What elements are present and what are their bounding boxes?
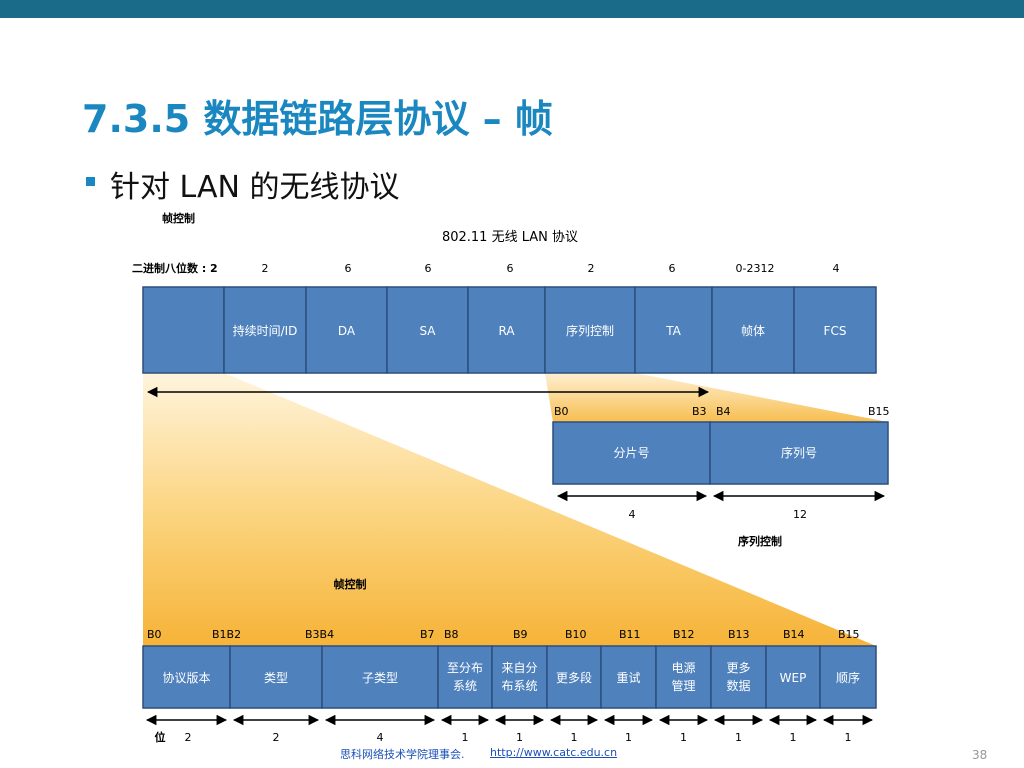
fc-field-box xyxy=(491,645,548,709)
fc-size-value: 1 xyxy=(462,731,469,744)
fc-bit-label: B15 xyxy=(838,628,860,641)
fc-field-label: 更多段 xyxy=(556,670,592,685)
octet-size: 2 xyxy=(262,262,269,275)
fc-bit-label: B3B4 xyxy=(305,628,334,641)
frame-field-box xyxy=(544,286,636,374)
fc-bit-label: B12 xyxy=(673,628,695,641)
fc-field-label: 电源 xyxy=(671,661,695,675)
bullet-marker xyxy=(86,177,95,186)
fc-field-label: 布系统 xyxy=(501,679,537,693)
fc-bit-label: B11 xyxy=(619,628,641,641)
fc-field-box xyxy=(546,645,602,709)
fc-size-value: 1 xyxy=(735,731,742,744)
frame-field-label: 持续时间/ID xyxy=(233,323,298,338)
fc-field-label: 管理 xyxy=(671,678,695,693)
fc-field-box xyxy=(655,645,712,709)
fc-caption: 帧控制 xyxy=(334,577,367,591)
fc-size-value: 4 xyxy=(377,731,384,744)
frame-field-box xyxy=(223,286,307,374)
frame-field-box xyxy=(305,286,388,374)
fc-bit-label: B0 xyxy=(147,628,162,641)
seq-caption: 序列控制 xyxy=(738,534,782,548)
frame-field-label: DA xyxy=(338,324,356,338)
frame-field-label: RA xyxy=(498,324,515,338)
fc-field-label: 协议版本 xyxy=(162,670,210,685)
bullet-text: 针对 LAN 的无线协议 xyxy=(110,170,400,205)
fc-field-box xyxy=(142,645,231,709)
bits-label: 位 xyxy=(155,730,166,744)
fc-size-value: 1 xyxy=(516,731,523,744)
top-bar xyxy=(0,0,1024,18)
octet-size: 6 xyxy=(425,262,432,275)
page-number: 38 xyxy=(972,748,988,762)
fc-field-label: 来自分 xyxy=(501,661,537,675)
octet-size: 2 xyxy=(588,262,595,275)
octet-size: 4 xyxy=(833,262,840,275)
footer-url-link[interactable]: http://www.catc.edu.cn xyxy=(490,746,618,759)
fc-size-value: 1 xyxy=(680,731,687,744)
seq-field-label: 分片号 xyxy=(613,446,649,460)
seq-projection xyxy=(545,373,888,422)
seq-field-box xyxy=(709,421,889,485)
fc-field-label: 子类型 xyxy=(362,671,398,685)
fc-size-value: 1 xyxy=(790,731,797,744)
seq-bit-label: B0 xyxy=(554,405,569,418)
seq-field-box xyxy=(552,421,711,485)
fc-size-value: 2 xyxy=(273,731,280,744)
frame-field-box xyxy=(793,286,877,374)
frame-field-box xyxy=(634,286,713,374)
fc-size-value: 2 xyxy=(185,731,192,744)
fc-field-box xyxy=(710,645,767,709)
fc-projection xyxy=(143,373,876,646)
octet-size: 0-2312 xyxy=(736,262,775,275)
frame-field-label: 帧体 xyxy=(741,324,765,338)
fc-bit-label: B7 xyxy=(420,628,435,641)
frame-field-box xyxy=(711,286,795,374)
fc-bit-label: B9 xyxy=(513,628,528,641)
fc-bit-label: B13 xyxy=(728,628,750,641)
frame-field-label: 序列控制 xyxy=(566,323,614,338)
fc-field-label: 数据 xyxy=(726,678,750,693)
seq-bit-label: B15 xyxy=(868,405,890,418)
seq-bit-label: B3 xyxy=(692,405,707,418)
seq-size-fragment: 4 xyxy=(629,508,636,521)
seq-field-label: 序列号 xyxy=(781,445,817,460)
fc-field-box xyxy=(819,645,877,709)
seq-size-sequence: 12 xyxy=(793,508,807,521)
fc-field-label: 类型 xyxy=(264,671,288,685)
fc-size-value: 1 xyxy=(845,731,852,744)
frame-field-box xyxy=(467,286,546,374)
fc-bit-label: B8 xyxy=(444,628,459,641)
octet-size: 6 xyxy=(669,262,676,275)
fc-size-value: 1 xyxy=(625,731,632,744)
fc-bit-label: B10 xyxy=(565,628,587,641)
fc-field-box xyxy=(765,645,821,709)
octet-size: 6 xyxy=(507,262,514,275)
slide-title: 7.3.5 数据链路层协议 – 帧 xyxy=(82,97,553,141)
frame-field-label: TA xyxy=(665,324,681,338)
fc-bit-label: B1B2 xyxy=(212,628,241,641)
frame-title: 802.11 无线 LAN 协议 xyxy=(442,230,578,245)
fc-field-label: 至分布 xyxy=(447,661,483,675)
fc-field-box xyxy=(437,645,493,709)
top-frame-control-label: 帧控制 xyxy=(162,211,195,225)
frame-field-label: SA xyxy=(419,324,436,338)
fc-field-label: 重试 xyxy=(616,670,640,685)
fc-field-label: 更多 xyxy=(726,661,750,675)
fc-bit-label: B14 xyxy=(783,628,805,641)
footer-org: 思科网络技术学院理事会. xyxy=(340,748,465,761)
frame-field-box xyxy=(142,286,225,374)
fc-field-label: 顺序 xyxy=(836,670,860,685)
fc-field-box xyxy=(321,645,439,709)
fc-size-value: 1 xyxy=(571,731,578,744)
fc-field-label: 系统 xyxy=(453,679,477,693)
octet-size: 6 xyxy=(345,262,352,275)
seq-bit-label: B4 xyxy=(716,405,731,418)
frame-field-label: FCS xyxy=(824,324,847,338)
fc-field-label: WEP xyxy=(780,671,807,685)
octets-label: 二进制八位数 : 2 xyxy=(132,261,218,275)
